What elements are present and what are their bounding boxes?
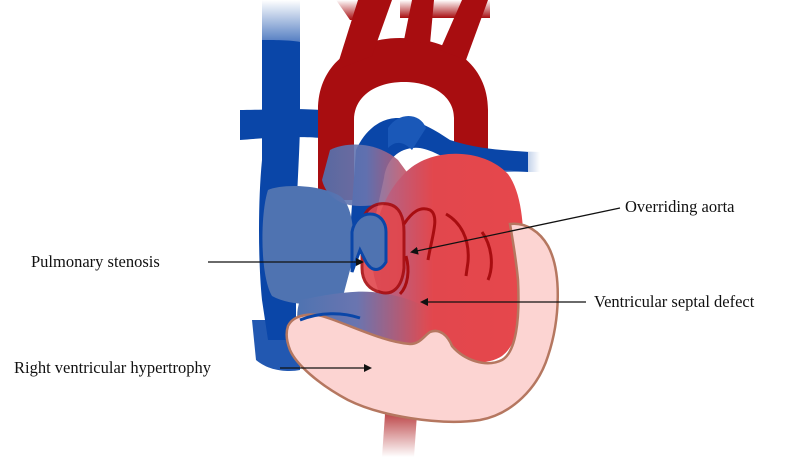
right-atrium: [262, 186, 353, 304]
pulmonary-stenosis-label: Pulmonary stenosis: [31, 252, 160, 272]
ventricular-septal-defect-label: Ventricular septal defect: [594, 292, 754, 312]
right-ventricular-hypertrophy-label: Right ventricular hypertrophy: [14, 358, 211, 378]
pulmonary-valve: [352, 214, 386, 272]
pulmonary-branch-left: [240, 109, 320, 140]
overriding-aorta-label: Overriding aorta: [625, 197, 735, 217]
